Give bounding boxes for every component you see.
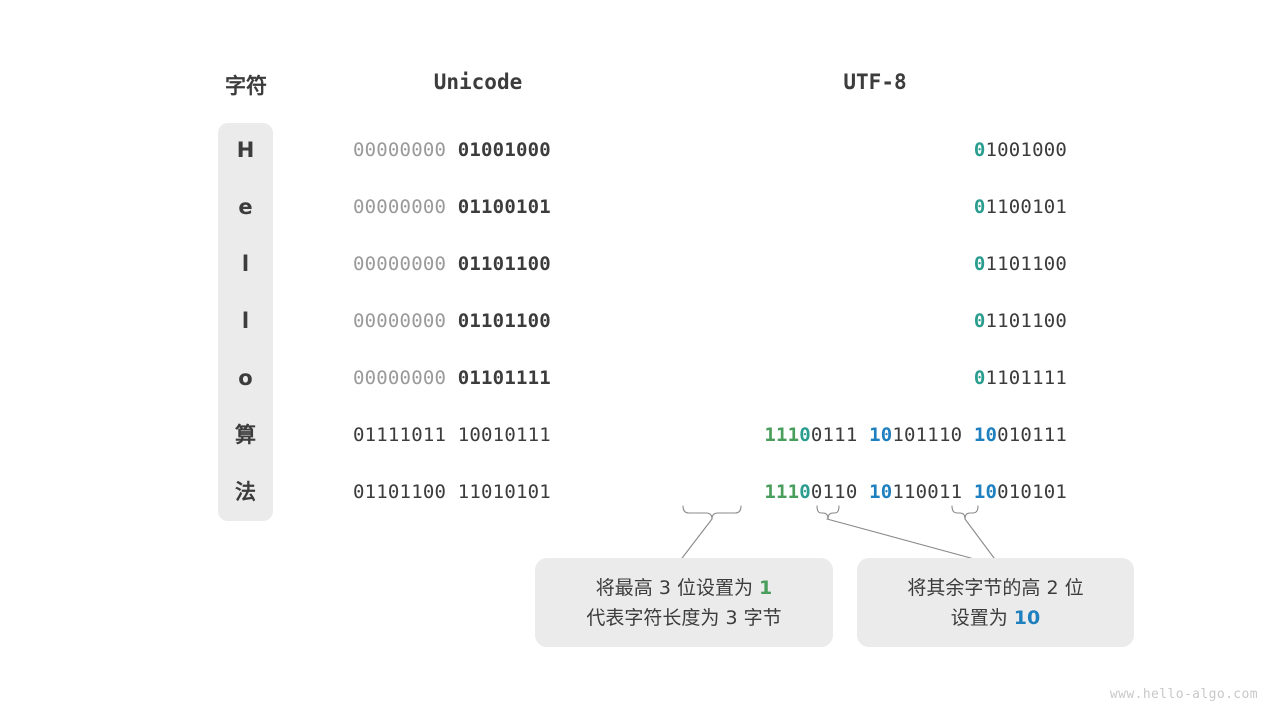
unicode-low-byte: 10010111 xyxy=(457,424,551,446)
unicode-pad-byte: 00000000 xyxy=(353,196,447,218)
unicode-value: 01111011 10010111 xyxy=(353,422,613,448)
unicode-value: 00000000 01101111 xyxy=(353,365,613,391)
utf8-length-terminator-bit: 0 xyxy=(799,481,811,503)
callout-right-line2-prefix: 设置为 xyxy=(950,606,1014,629)
utf8-byte3-payload: 010101 xyxy=(997,481,1067,503)
unicode-high-byte: 01101100 xyxy=(353,481,447,503)
utf8-continuation-marker-bits: 10 xyxy=(869,424,893,446)
callout-continuation-marker: 将其余字节的高 2 位 设置为 10 xyxy=(857,558,1134,647)
utf8-lead-bit: 0 xyxy=(973,310,986,332)
callout-right-line2-highlight: 10 xyxy=(1013,606,1041,629)
utf8-continuation-marker-bits: 10 xyxy=(869,481,893,503)
utf8-byte1-payload: 0111 xyxy=(810,424,858,446)
utf8-value: 01101100 xyxy=(974,251,1067,277)
utf8-lead-bit: 0 xyxy=(973,367,986,389)
utf8-continuation-marker-bits: 10 xyxy=(973,481,998,503)
column-header-character: 字符 xyxy=(225,74,267,98)
callout-left-line2: 代表字符长度为 3 字节 xyxy=(586,606,782,629)
callout-right-line1: 将其余字节的高 2 位 xyxy=(907,576,1084,599)
brace-length-marker xyxy=(682,505,742,520)
callout-left-line1-prefix: 将最高 xyxy=(595,576,659,599)
unicode-pad-byte: 00000000 xyxy=(353,253,447,275)
unicode-data-byte: 01101111 xyxy=(457,367,551,389)
utf8-byte1-payload: 0110 xyxy=(810,481,858,503)
character-cell: l xyxy=(241,309,250,333)
callout-left-line1: 将最高 3 位设置为 1 xyxy=(596,573,772,603)
utf8-value: 11100111 10101110 10010111 xyxy=(764,422,1067,448)
unicode-value: 01101100 11010101 xyxy=(353,479,613,505)
utf8-payload-bits: 1101100 xyxy=(985,253,1067,275)
utf8-length-marker-bits: 111 xyxy=(764,424,800,446)
site-watermark: www.hello-algo.com xyxy=(1109,687,1258,702)
character-cell: l xyxy=(241,252,250,276)
unicode-value: 00000000 01100101 xyxy=(353,194,613,220)
utf8-length-terminator-bit: 0 xyxy=(799,424,811,446)
utf8-lead-bit: 0 xyxy=(973,253,986,275)
unicode-data-byte: 01101100 xyxy=(457,253,551,275)
utf8-byte2-payload: 101110 xyxy=(892,424,963,446)
unicode-pad-byte: 00000000 xyxy=(353,367,447,389)
column-header-utf8: UTF-8 xyxy=(843,70,907,94)
utf8-byte2-payload: 110011 xyxy=(892,481,963,503)
unicode-value: 00000000 01001000 xyxy=(353,137,613,163)
callout-length-marker: 将最高 3 位设置为 1 代表字符长度为 3 字节 xyxy=(535,558,833,647)
brace-continuation-2 xyxy=(816,505,840,520)
character-cell: o xyxy=(238,366,253,390)
utf8-lead-bit: 0 xyxy=(973,196,986,218)
character-cell: 算 xyxy=(235,423,256,447)
unicode-value: 00000000 01101100 xyxy=(353,251,613,277)
character-column-panel xyxy=(218,123,273,521)
column-header-unicode: Unicode xyxy=(433,70,523,94)
unicode-value: 00000000 01101100 xyxy=(353,308,613,334)
utf8-payload-bits: 1100101 xyxy=(985,196,1067,218)
utf8-value: 01001000 xyxy=(974,137,1067,163)
utf8-value: 01101100 xyxy=(974,308,1067,334)
callout-left-line1-mid: 位设置为 xyxy=(670,576,759,599)
unicode-data-byte: 01101100 xyxy=(457,310,551,332)
unicode-pad-byte: 00000000 xyxy=(353,139,447,161)
utf8-lead-bit: 0 xyxy=(973,139,986,161)
unicode-high-byte: 01111011 xyxy=(353,424,447,446)
utf8-byte3-payload: 010111 xyxy=(997,424,1067,446)
utf8-continuation-marker-bits: 10 xyxy=(973,424,998,446)
brace-continuation-3 xyxy=(951,505,979,520)
callout-left-line1-highlight: 1 xyxy=(759,576,773,599)
unicode-low-byte: 11010101 xyxy=(457,481,551,503)
utf8-value: 01101111 xyxy=(974,365,1067,391)
unicode-data-byte: 01100101 xyxy=(457,196,551,218)
callout-left-line1-count: 3 xyxy=(658,576,671,599)
unicode-pad-byte: 00000000 xyxy=(353,310,447,332)
callout-right-line2: 设置为 10 xyxy=(951,603,1041,633)
utf8-payload-bits: 1101111 xyxy=(985,367,1067,389)
utf8-value: 01100101 xyxy=(974,194,1067,220)
unicode-data-byte: 01001000 xyxy=(457,139,551,161)
character-cell: 法 xyxy=(235,480,256,504)
character-cell: e xyxy=(238,195,253,219)
utf8-payload-bits: 1101100 xyxy=(985,310,1067,332)
character-cell: H xyxy=(236,138,255,162)
utf8-payload-bits: 1001000 xyxy=(985,139,1067,161)
utf8-length-marker-bits: 111 xyxy=(764,481,800,503)
utf8-value: 11100110 10110011 10010101 xyxy=(764,479,1067,505)
